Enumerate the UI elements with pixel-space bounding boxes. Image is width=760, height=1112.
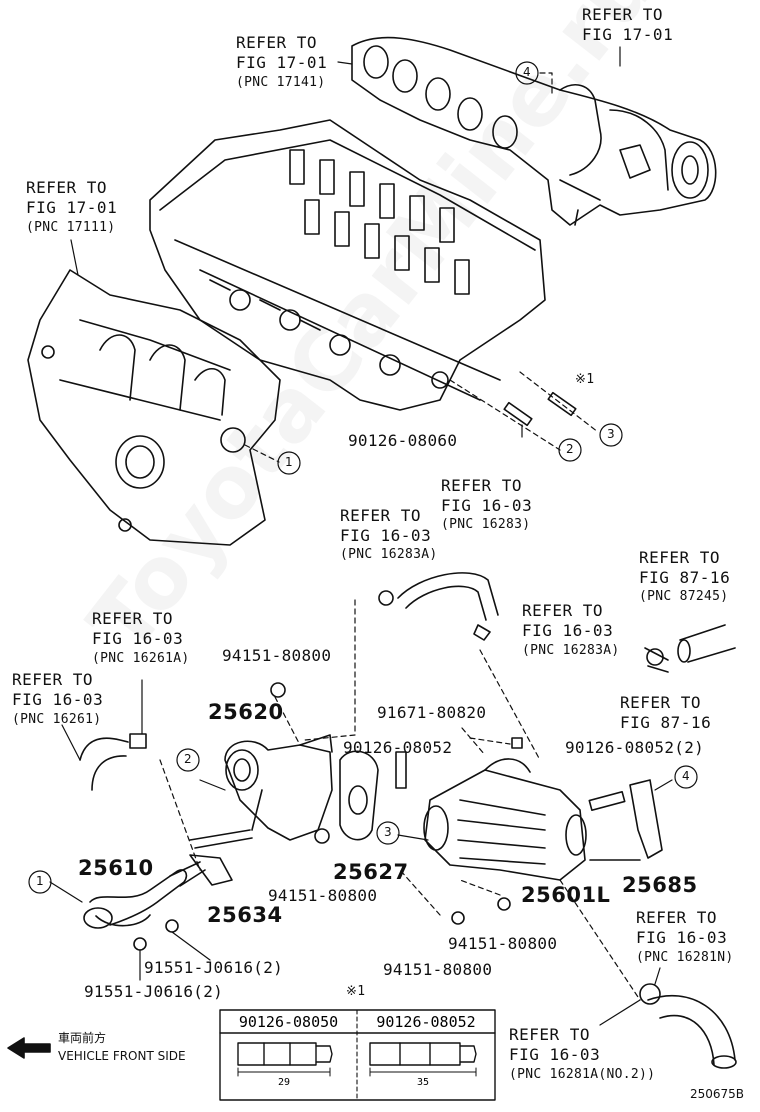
ref-pnc: (PNC 17141) [236, 75, 326, 90]
ref-label: REFER TO [12, 670, 94, 689]
part-number-25610: 25610 [78, 856, 154, 880]
ref-pnc: (PNC 16261) [12, 712, 102, 727]
ref-label: REFER TO [620, 693, 702, 712]
illustration-number: 250675B [690, 1087, 745, 1101]
cylinder-head [149, 119, 546, 411]
intake-manifold [27, 269, 281, 546]
ref-fig: FIG 87-16 [639, 568, 731, 587]
ref-fig: FIG 16-03 [340, 526, 432, 545]
bolt-91671 [511, 737, 523, 749]
part-number: 94151-80800 [222, 646, 332, 665]
part-number: 91551-J0616(2) [84, 982, 224, 1001]
ref-label: REFER TO [636, 908, 718, 927]
ref-pnc: (PNC 17111) [26, 220, 116, 235]
part-number-25634: 25634 [207, 903, 283, 927]
ref-fig: FIG 87-16 [620, 713, 712, 732]
part-number: 91671-80820 [377, 703, 487, 722]
table-length-col2: 35 [416, 1077, 430, 1088]
ref-fig: FIG 16-03 [441, 496, 533, 515]
gasket-25627 [339, 750, 379, 841]
callout-1: 1 [36, 874, 44, 888]
ref-label: REFER TO [582, 5, 664, 24]
ref-label: REFER TO [26, 178, 108, 197]
egr-pipe-25610 [49, 854, 233, 981]
ref-label: REFER TO [92, 609, 174, 628]
exhaust-manifold [351, 36, 717, 226]
studs-head [503, 391, 577, 427]
part-number-25685: 25685 [622, 873, 698, 897]
ref-fig: FIG 17-01 [236, 53, 328, 72]
stud-a [395, 751, 407, 789]
callout-2: 2 [566, 442, 574, 456]
ref-pnc: (PNC 16283A) [522, 643, 620, 658]
callout-circles [28, 61, 698, 894]
part-number: 90126-08052(2) [565, 738, 705, 757]
part-number-25620: 25620 [208, 700, 284, 724]
part-number: 91551-J0616(2) [144, 958, 284, 977]
table-part-col2: 90126-08052 [376, 1013, 476, 1031]
ref-pnc: (PNC 87245) [639, 589, 729, 604]
front-arrow-icon [7, 1037, 51, 1059]
ref-label: REFER TO [509, 1025, 591, 1044]
callout-1: 1 [285, 455, 293, 469]
egr-hose-bottom [599, 967, 737, 1069]
ref-fig: FIG 16-03 [12, 690, 104, 709]
leader-lines [70, 46, 621, 463]
callout-4: 4 [682, 769, 690, 783]
part-number-25601L: 25601L [521, 883, 611, 907]
ref-label: REFER TO [522, 601, 604, 620]
egr-cooler-25601L [397, 758, 641, 1001]
part-number: 90126-08052 [343, 738, 453, 757]
front-side-en: VEHICLE FRONT SIDE [58, 1049, 186, 1063]
ref-label: REFER TO [236, 33, 318, 52]
ref-fig: FIG 17-01 [26, 198, 118, 217]
part-number: 90126-08060 [348, 431, 458, 450]
part-number: 94151-80800 [268, 886, 378, 905]
callout-3: 3 [384, 825, 392, 839]
front-side-jp: 車両前方 [58, 1031, 107, 1045]
ref-fig: FIG 17-01 [582, 25, 674, 44]
ref-pnc: (PNC 16261A) [92, 651, 190, 666]
part-number-25627: 25627 [333, 860, 409, 884]
stud-table [219, 1009, 496, 1101]
ref-pnc: (PNC 16283A) [340, 547, 438, 562]
note-mark: ※1 [575, 372, 595, 387]
ref-label: REFER TO [441, 476, 523, 495]
callout-2: 2 [184, 752, 192, 766]
table-part-col1: 90126-08050 [238, 1013, 339, 1031]
bracket-25685 [588, 779, 673, 859]
part-number: 94151-80800 [448, 934, 558, 953]
ref-label: REFER TO [639, 548, 721, 567]
ref-pnc: (PNC 16283) [441, 517, 531, 532]
ref-fig: FIG 16-03 [636, 928, 728, 947]
ref-fig: FIG 16-03 [92, 629, 184, 648]
egr-hoses [61, 572, 736, 871]
ref-fig: FIG 16-03 [509, 1045, 601, 1064]
ref-pnc: (PNC 16281N) [636, 950, 734, 965]
table-mark: ※1 [346, 984, 366, 999]
part-number: 94151-80800 [383, 960, 493, 979]
table-length-col1: 29 [277, 1077, 291, 1088]
ref-pnc: (PNC 16281A(NO.2)) [509, 1067, 656, 1082]
callout-3: 3 [607, 427, 615, 441]
ref-fig: FIG 16-03 [522, 621, 614, 640]
egr-valve-25620 [189, 682, 333, 849]
ref-label: REFER TO [340, 506, 422, 525]
callout-4: 4 [523, 65, 531, 79]
